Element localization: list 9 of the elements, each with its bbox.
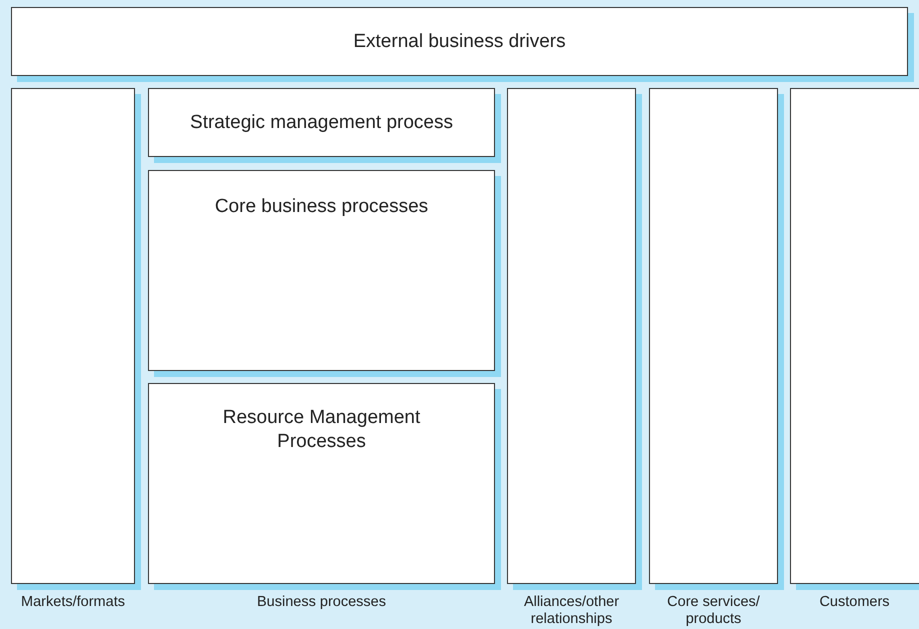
- column-label: Alliances/other relationships: [522, 594, 620, 628]
- box-label: Strategic management process: [189, 111, 454, 135]
- box-label: Core business processes: [214, 195, 430, 219]
- box-label: External business drivers: [352, 30, 567, 54]
- column-label: Customers: [818, 594, 891, 611]
- box-label: Resource Management Processes: [222, 406, 422, 454]
- column-label: Markets/formats: [20, 594, 126, 611]
- column-label: Business processes: [256, 594, 387, 611]
- column-label: Core services/ products: [666, 594, 761, 628]
